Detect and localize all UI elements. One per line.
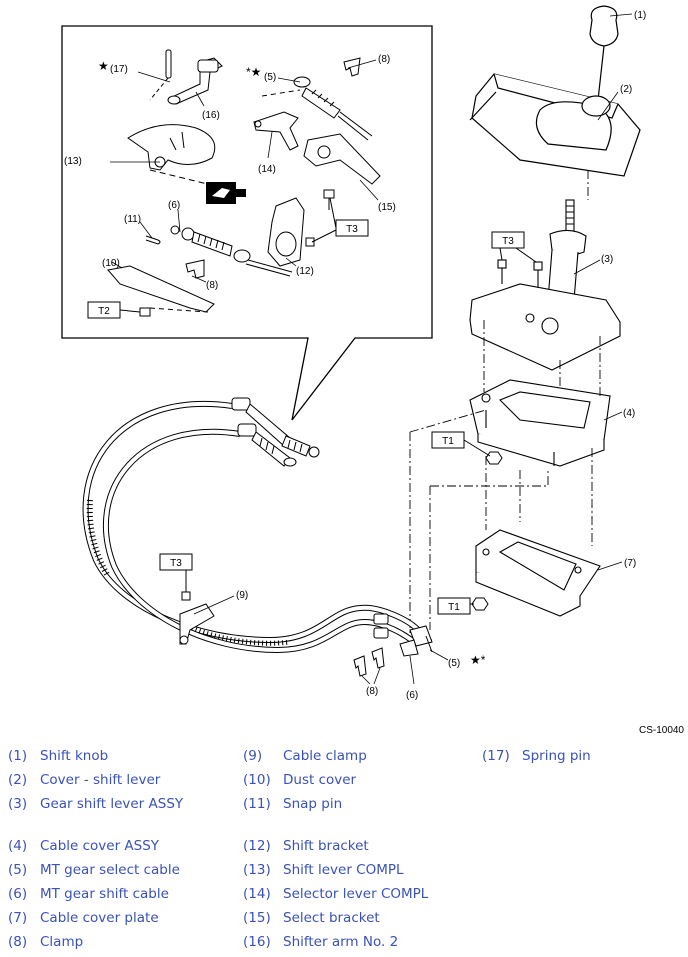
callout-11: (11) — [124, 214, 141, 225]
callout-4: (4) — [623, 408, 635, 419]
shift-bracket-part — [267, 197, 315, 267]
legend-item: (13)Shift lever COMPL — [243, 862, 404, 878]
clamp-parts-bottom — [353, 647, 385, 677]
legend-item: (11)Snap pin — [243, 796, 343, 812]
callout-8: (8) — [378, 54, 390, 65]
legend-item: (4)Cable cover ASSY — [8, 838, 160, 854]
shift-knob-part — [589, 5, 619, 101]
star-marks: ★ *★ ★* — [98, 59, 486, 667]
cable-ends-rear — [373, 613, 433, 657]
callout-2: (2) — [620, 84, 632, 95]
torque-tag-t1: T1 — [431, 431, 491, 457]
legend-item: (1)Shift knob — [8, 748, 109, 764]
torque-tag-t3: T3 — [491, 231, 537, 263]
gear-shift-lever-part — [469, 199, 621, 371]
spring-pin-part — [149, 49, 172, 101]
legend-item: (15)Select bracket — [243, 910, 380, 926]
callout-13: (13) — [64, 156, 82, 167]
torque-tag-t2: T2 — [87, 301, 141, 319]
callout-17: (17) — [110, 64, 128, 75]
callout-1: (1) — [634, 10, 646, 21]
torque-tag-text: T1 — [448, 602, 460, 613]
callout-10: (10) — [102, 258, 120, 269]
select-cable-end-part — [261, 76, 373, 141]
nut-part-t1-lower — [471, 597, 489, 611]
shift-lever-part — [127, 124, 233, 191]
torque-tag-text: T3 — [502, 236, 514, 247]
cable-ends-front — [231, 397, 320, 467]
callout-5: (5) — [448, 658, 460, 669]
dust-cover-part — [107, 265, 215, 313]
callout-8: (8) — [206, 280, 218, 291]
callout-9: (9) — [236, 590, 248, 601]
alignment-lines — [409, 170, 601, 641]
callout-3: (3) — [601, 254, 613, 265]
cable-cover-assy-part — [469, 379, 611, 467]
cable-cover-plate-part — [475, 529, 601, 617]
legend-item: (3)Gear shift lever ASSY — [8, 796, 184, 812]
star-mark: ★ — [98, 59, 109, 73]
legend-item: (16)Shifter arm No. 2 — [243, 934, 399, 950]
torque-tag-t3: T3 — [311, 197, 369, 243]
callout-16: (16) — [202, 110, 220, 121]
torque-tag-text: T1 — [442, 436, 454, 447]
star-mark: *★ — [246, 65, 261, 79]
grease-icon — [206, 182, 246, 204]
legend-item: (6)MT gear shift cable — [8, 886, 169, 902]
shifter-arm-part — [167, 57, 223, 105]
selector-lever-part — [253, 111, 299, 151]
legend-item: (2)Cover - shift lever — [8, 772, 161, 788]
callout-6: (6) — [168, 200, 180, 211]
detail-inset — [61, 25, 433, 421]
leader-lines — [110, 13, 633, 685]
nut-part-t1-upper — [485, 451, 503, 465]
callout-7: (7) — [624, 558, 636, 569]
legend-item: (14)Selector lever COMPL — [243, 886, 429, 902]
callout-12: (12) — [296, 266, 314, 277]
shift-lever-cover-part — [469, 73, 641, 177]
figure-code: CS-10040 — [638, 725, 684, 736]
torque-tag-text: T3 — [346, 224, 358, 235]
callout-14: (14) — [258, 164, 276, 175]
shift-cable-end-part — [170, 225, 293, 277]
torque-tag-text: T3 — [170, 558, 182, 569]
legend-item: (9)Cable clamp — [243, 748, 367, 764]
torque-tag-t1: T1 — [437, 597, 474, 615]
cable-clamp-part — [179, 591, 215, 645]
callout-labels: (1) (2) (3) (4) (7) (9) (5) (6) (8) (13)… — [64, 10, 646, 701]
legend-item: (17)Spring pin — [482, 748, 591, 764]
torque-tag-t3: T3 — [159, 553, 193, 592]
legend-item: (8)Clamp — [8, 934, 84, 950]
torque-tag-text: T2 — [98, 306, 110, 317]
legend-item: (5)MT gear select cable — [8, 862, 180, 878]
callout-8: (8) — [366, 686, 378, 697]
legend-item: (10)Dust cover — [243, 772, 357, 788]
legend-item: (7)Cable cover plate — [8, 910, 159, 926]
callout-5: (5) — [264, 72, 276, 83]
bolt-part-inset — [323, 189, 335, 210]
star-mark: ★* — [470, 653, 486, 667]
select-bracket-part — [303, 133, 381, 185]
snap-pin-part — [145, 235, 161, 245]
bolt-part-t2 — [139, 307, 151, 317]
callout-15: (15) — [378, 202, 396, 213]
legend-item: (12)Shift bracket — [243, 838, 369, 854]
callout-6: (6) — [406, 690, 418, 701]
exploded-view-diagram: T2 T3 T3 T1 T1 T3 — [61, 5, 646, 701]
